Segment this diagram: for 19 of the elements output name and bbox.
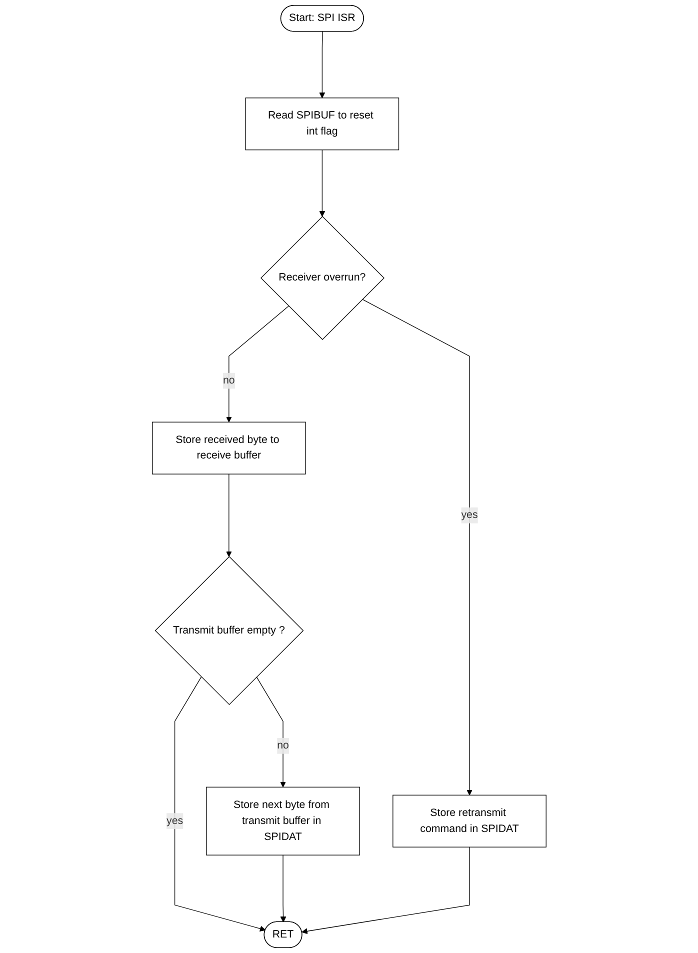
node-diamond: Transmit buffer empty ? — [154, 556, 304, 706]
arrow — [174, 676, 266, 932]
edge-label: yes — [461, 509, 478, 521]
edge-label: yes — [166, 815, 183, 826]
node-box: Read SPIBUF to reset int flag — [245, 98, 399, 150]
node-diamond: Receiver overrun? — [260, 216, 384, 340]
node-box: Store next byte from transmit buffer in SPIDAT — [206, 786, 360, 856]
arrow — [319, 31, 325, 98]
arrow — [226, 474, 232, 557]
arrow — [319, 150, 325, 217]
arrow — [280, 854, 286, 922]
edge-label: no — [222, 374, 235, 386]
node-box: Store received byte to receive buffer — [152, 422, 306, 474]
arrow — [362, 299, 472, 796]
node-box: Store retransmit command in SPIDAT — [392, 794, 546, 848]
edge-label: no — [276, 740, 289, 752]
arrow — [256, 676, 286, 788]
arrow — [301, 846, 470, 934]
arrow — [226, 306, 289, 422]
